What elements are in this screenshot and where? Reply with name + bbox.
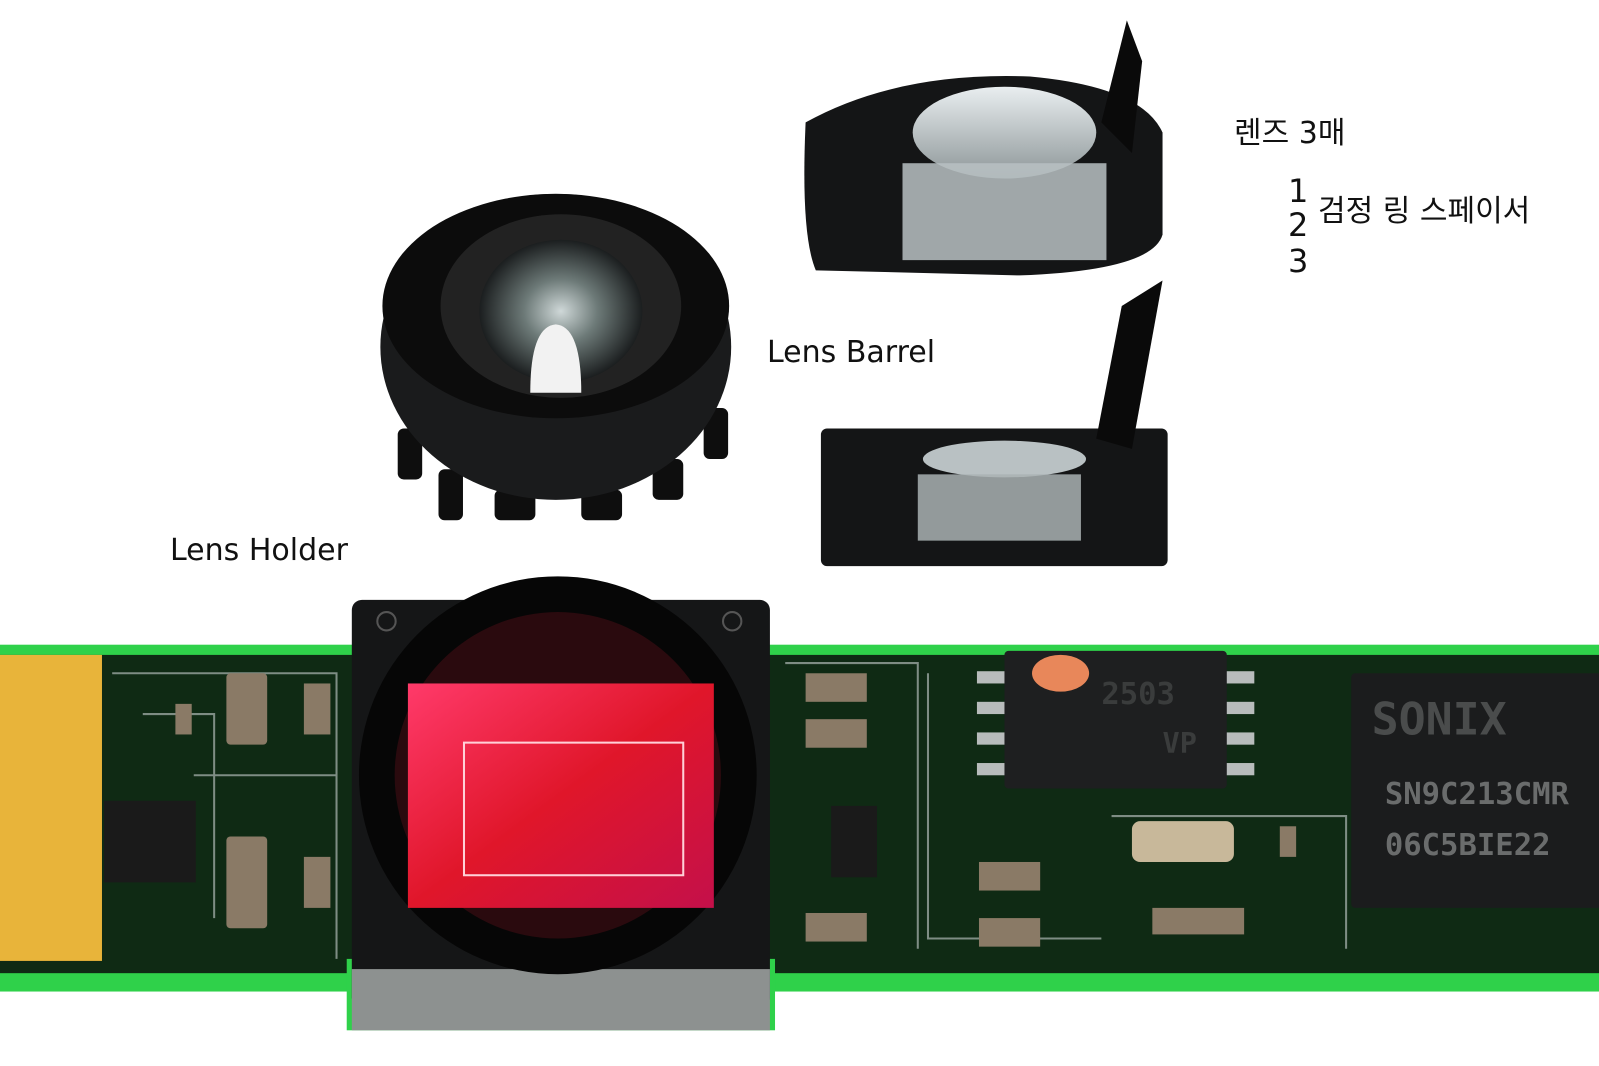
eeprom-marking-2: VP xyxy=(1163,726,1197,760)
lens-barrel-top xyxy=(804,20,1163,276)
transistor xyxy=(831,805,878,878)
lens-barrel-label: Lens Barrel xyxy=(767,335,936,370)
controller-chip: SONIX SN9C213CMR 06C5BIE22 xyxy=(1351,673,1599,908)
eeprom-marking-1: 2503 xyxy=(1101,677,1175,712)
controller-lot: 06C5BIE22 xyxy=(1385,828,1551,863)
spacer-label: 검정 링 스페이서 xyxy=(1318,194,1531,229)
lens-holder xyxy=(380,193,732,521)
lens-number-1: 1 xyxy=(1288,172,1309,210)
lens-count-label: 렌즈 3매 xyxy=(1234,116,1346,151)
controller-model: SN9C213CMR xyxy=(1385,777,1570,812)
lens-holder-mount xyxy=(351,576,770,1031)
gold-contact-pad xyxy=(0,654,102,961)
lens-number-3: 3 xyxy=(1288,242,1309,280)
controller-brand: SONIX xyxy=(1372,692,1507,745)
lens-holder-label: Lens Holder xyxy=(170,533,348,568)
small-ic xyxy=(104,800,196,883)
eeprom-chip: 2503 VP xyxy=(976,650,1255,789)
lens-number-2: 2 xyxy=(1288,206,1309,244)
image-sensor xyxy=(407,683,714,908)
lens-barrel-bottom xyxy=(820,280,1168,567)
smd-components xyxy=(175,673,1297,947)
pcb-board: 2503 VP SONIX SN9C213CMR 06C5BIE22 xyxy=(0,644,1599,1031)
